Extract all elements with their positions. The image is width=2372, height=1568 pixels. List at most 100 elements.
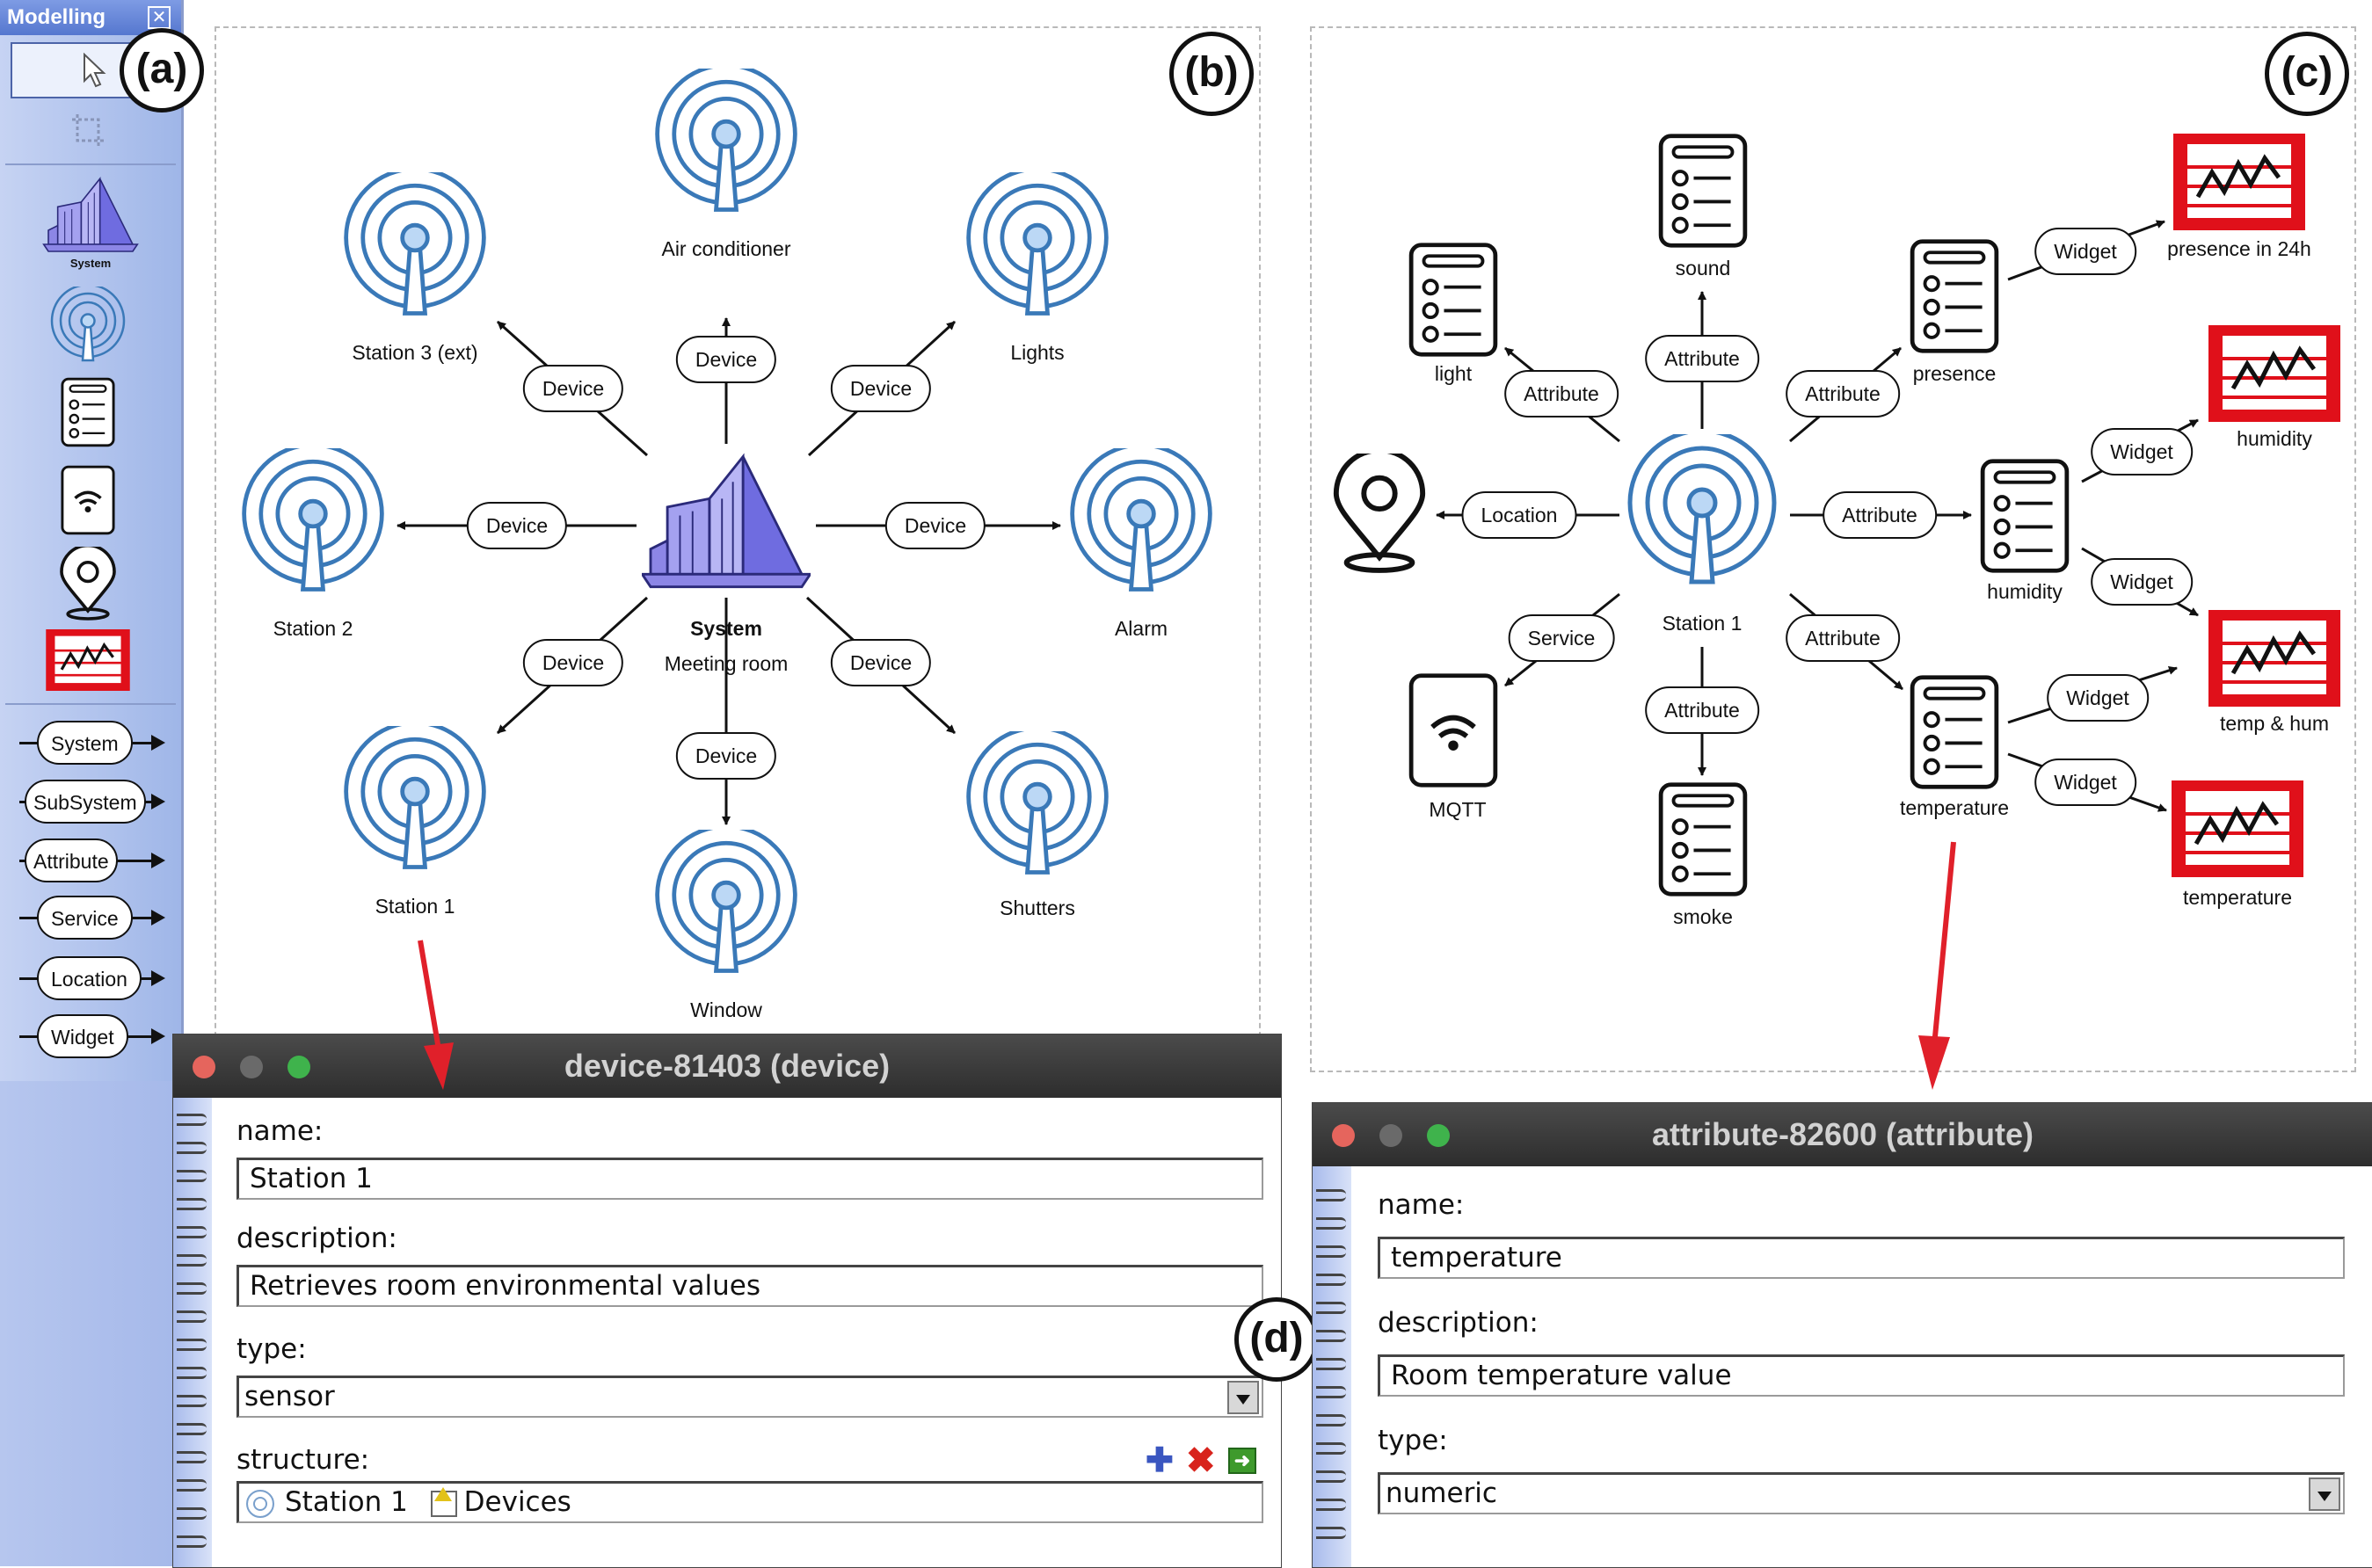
device-label-alarm: Alarm	[1114, 617, 1168, 640]
widget-edge-label[interactable]: Widget	[2047, 674, 2149, 722]
location-relation-label: Location	[37, 956, 142, 1000]
device-edge-label[interactable]: Device	[522, 365, 624, 412]
structure-item: Station 1	[285, 1486, 408, 1518]
maximize-window-button[interactable]	[1427, 1124, 1450, 1147]
device-label-air-conditioner: Air conditioner	[661, 237, 791, 260]
folder-icon	[430, 1486, 457, 1517]
structure-field[interactable]: Station 1 Devices	[236, 1481, 1263, 1523]
palette-divider	[5, 163, 176, 165]
description-input[interactable]: Room temperature value	[1378, 1354, 2345, 1397]
dialog-title: device-81403 (device)	[564, 1048, 891, 1084]
attribute-label-light: light	[1434, 362, 1473, 385]
device-edge-label[interactable]: Device	[675, 732, 777, 780]
palette-divider-2	[5, 703, 176, 705]
device-small-icon	[246, 1489, 274, 1518]
add-structure-icon[interactable]: ✚	[1146, 1442, 1174, 1479]
structure-label: structure:	[236, 1444, 370, 1476]
pointer-icon	[84, 53, 106, 88]
structure-group: Devices	[463, 1486, 571, 1518]
attribute-edge-label[interactable]: Attribute	[1786, 614, 1900, 662]
palette-bottom	[0, 1081, 172, 1566]
widget-relation-label: Widget	[37, 1014, 128, 1058]
widget-label-humidity: humidity	[2237, 427, 2312, 450]
crop-tool-icon[interactable]	[70, 113, 106, 148]
attribute-label-humidity: humidity	[1987, 580, 2063, 603]
device-edge-label[interactable]: Device	[522, 639, 624, 686]
service-edge-label[interactable]: Service	[1508, 614, 1615, 662]
system-relation-label: System	[37, 721, 133, 765]
go-to-structure-icon[interactable]: ➜	[1228, 1448, 1256, 1474]
attribute-label-temperature: temperature	[1899, 796, 2009, 819]
system-node-caption: Meeting room	[664, 652, 789, 675]
device-label-station-3: Station 3 (ext)	[352, 341, 478, 364]
palette-title-text: Modelling	[7, 5, 106, 29]
minimize-window-button[interactable]	[1379, 1124, 1402, 1147]
device-label-station-2: Station 2	[273, 617, 353, 640]
attribute-label-presence: presence	[1912, 362, 1997, 385]
maximize-window-button[interactable]	[287, 1056, 310, 1078]
notebook-binding	[1313, 1166, 1351, 1567]
type-select[interactable]: numeric	[1378, 1472, 2345, 1514]
type-select-value: sensor	[244, 1381, 335, 1412]
remove-structure-icon[interactable]: ✖	[1186, 1441, 1216, 1480]
dialog-body: name: Station 1 description: Retrieves r…	[173, 1098, 1281, 1567]
system-tool-caption: System	[69, 257, 112, 270]
attribute-edge-label[interactable]: Attribute	[1645, 686, 1759, 734]
device-edge-label[interactable]: Device	[675, 336, 777, 383]
device-label-shutters: Shutters	[1000, 897, 1075, 919]
type-label: type:	[236, 1333, 307, 1365]
type-dropdown-button[interactable]	[1227, 1381, 1259, 1414]
device-edge-label[interactable]: Device	[830, 365, 932, 412]
close-window-button[interactable]	[1332, 1124, 1355, 1147]
widget-label-temp-hum: temp & hum	[2220, 712, 2329, 735]
attribute-properties-dialog: attribute-82600 (attribute) name: temper…	[1312, 1102, 2372, 1568]
minimize-window-button[interactable]	[240, 1056, 263, 1078]
notebook-binding	[173, 1098, 212, 1567]
panel-label-b: (b)	[1169, 32, 1254, 116]
system-node-name: System	[690, 617, 762, 640]
widget-edge-label[interactable]: Widget	[2034, 228, 2136, 275]
modelling-palette: Modelling ✕ System System SubSystem Attr…	[0, 0, 184, 1566]
type-dropdown-button[interactable]	[2309, 1477, 2340, 1511]
widget-edge-label[interactable]: Widget	[2091, 428, 2193, 475]
name-input[interactable]: Station 1	[236, 1158, 1263, 1200]
type-select-value: numeric	[1386, 1477, 1497, 1509]
close-window-button[interactable]	[193, 1056, 215, 1078]
dialog-body: name: temperature description: Room temp…	[1313, 1166, 2372, 1567]
name-label: name:	[236, 1115, 324, 1147]
name-label: name:	[1378, 1189, 1465, 1221]
widget-label-presence-24h: presence in 24h	[2167, 237, 2311, 260]
widget-edge-label[interactable]: Widget	[2091, 558, 2193, 606]
attribute-relation-label: Attribute	[25, 838, 118, 882]
device-label-station-1: Station 1	[375, 895, 455, 918]
name-input[interactable]: temperature	[1378, 1237, 2345, 1279]
panel-label-c: (c)	[2265, 32, 2349, 116]
device-edge-label[interactable]: Device	[830, 639, 932, 686]
location-edge-label[interactable]: Location	[1461, 491, 1577, 539]
subsystem-relation-label: SubSystem	[25, 780, 146, 824]
dialog-titlebar: attribute-82600 (attribute)	[1313, 1103, 2372, 1166]
attribute-edge-label[interactable]: Attribute	[1786, 370, 1900, 417]
device-label-window: Window	[690, 998, 762, 1021]
device-edge-label[interactable]: Device	[466, 502, 568, 549]
attribute-edge-label[interactable]: Attribute	[1823, 491, 1937, 539]
device-edge-label[interactable]: Device	[884, 502, 986, 549]
device-properties-dialog: device-81403 (device) name: Station 1 de…	[172, 1034, 1282, 1568]
dialog-title: attribute-82600 (attribute)	[1651, 1116, 2034, 1152]
description-label: description:	[236, 1223, 397, 1254]
attribute-edge-label[interactable]: Attribute	[1645, 335, 1759, 382]
description-input[interactable]: Retrieves room environmental values	[236, 1265, 1263, 1307]
widget-edge-label[interactable]: Widget	[2034, 759, 2136, 806]
description-label: description:	[1378, 1307, 1539, 1339]
panel-label-a: (a)	[120, 28, 204, 113]
type-label: type:	[1378, 1425, 1448, 1456]
attribute-label-smoke: smoke	[1673, 905, 1733, 928]
type-select[interactable]: sensor	[236, 1376, 1263, 1418]
attribute-label-sound: sound	[1675, 257, 1731, 279]
dialog-titlebar: device-81403 (device)	[173, 1034, 1281, 1098]
widget-label-temperature: temperature	[2182, 886, 2292, 909]
attribute-edge-label[interactable]: Attribute	[1504, 370, 1619, 417]
service-label-mqtt: MQTT	[1429, 798, 1487, 821]
service-relation-label: Service	[37, 896, 133, 940]
